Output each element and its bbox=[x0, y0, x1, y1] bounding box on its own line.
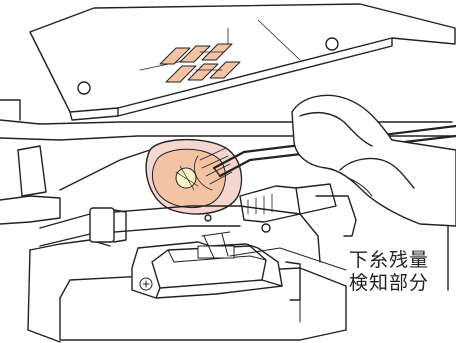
bobbin-case bbox=[146, 140, 241, 214]
thread-sensor-unit bbox=[132, 232, 300, 300]
needle-plate bbox=[30, 4, 455, 120]
callout-label-line-1: 下糸残量 bbox=[349, 249, 456, 271]
callout-label-line-2: 検知部分 bbox=[349, 272, 456, 294]
hand bbox=[292, 95, 456, 226]
